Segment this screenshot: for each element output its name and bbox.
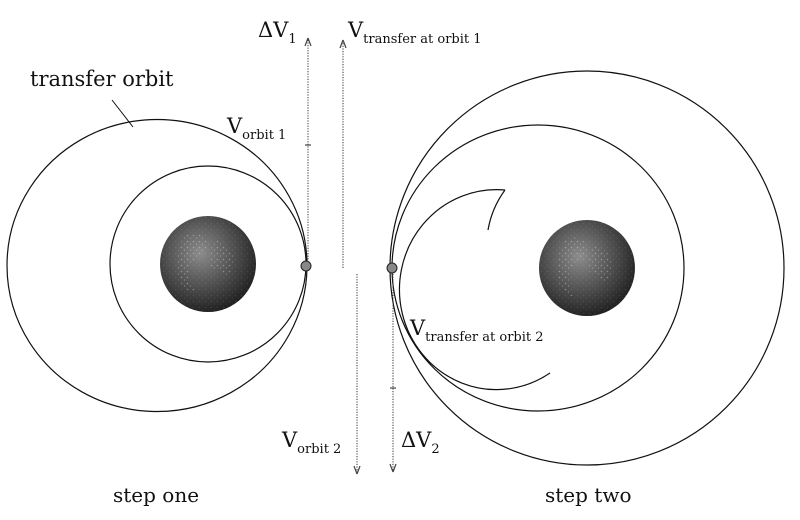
spacecraft-step-two	[386, 262, 398, 274]
transfer-orbit-step-one	[6, 118, 308, 413]
transfer-orbit-label: transfer orbit	[30, 67, 174, 91]
delta-v2-arrowhead-right	[392, 463, 397, 473]
v-orbit2-label: Vorbit 2	[281, 428, 341, 457]
delta-v1-arrowhead-left	[304, 37, 309, 47]
orbit-1-arc-step-two	[398, 189, 551, 391]
v-transfer-orbit1-arrowhead-left	[339, 39, 344, 49]
step-one-caption: step one	[113, 483, 199, 507]
delta-v2-arrowhead-left	[389, 463, 394, 473]
step-one-panel: transfer orbit ΔV1 Vtransfer at orbit 1 …	[6, 18, 482, 507]
v-orbit1-label: Vorbit 1	[226, 114, 286, 143]
spacecraft-step-one	[300, 260, 312, 272]
delta-v1-label: ΔV1	[258, 18, 297, 47]
earth-step-one	[160, 216, 256, 312]
v-transfer-orbit1-arrowhead-right	[342, 39, 347, 49]
step-two-caption: step two	[545, 483, 632, 507]
v-orbit2-arrowhead-right	[356, 465, 361, 475]
v-orbit2-arrowhead-left	[353, 465, 358, 475]
delta-v1-arrowhead-right	[307, 37, 312, 47]
earth-step-two	[539, 220, 635, 316]
delta-v2-label: ΔV2	[401, 428, 440, 457]
v-transfer-orbit1-label: Vtransfer at orbit 1	[347, 18, 482, 47]
step-two-panel: Vtransfer at orbit 2 Vorbit 2 ΔV2 step t…	[281, 70, 785, 507]
v-transfer-orbit2-label: Vtransfer at orbit 2	[409, 316, 544, 345]
transfer-orbit-leader	[111, 99, 134, 128]
